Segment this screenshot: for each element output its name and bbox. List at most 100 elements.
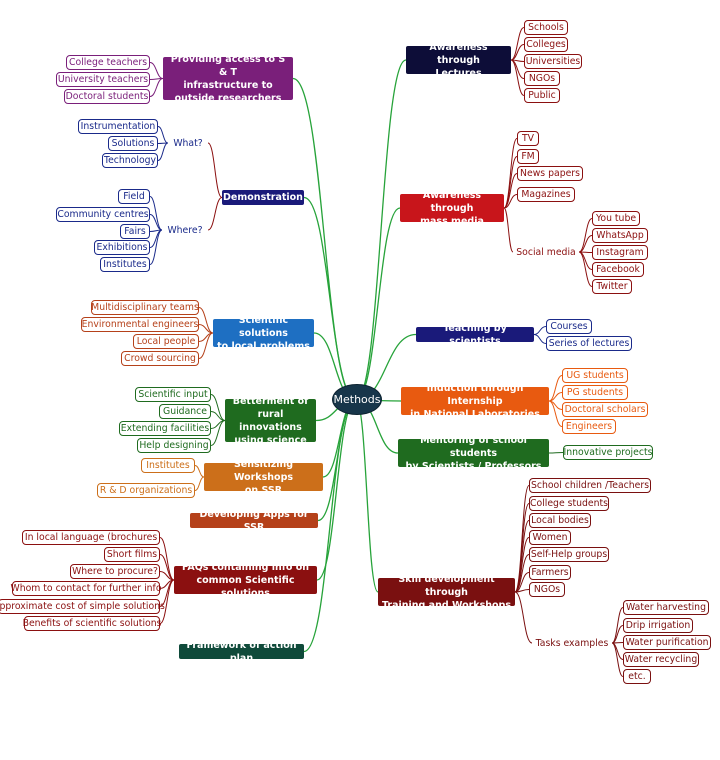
- workshops-item-link: [194, 476, 205, 491]
- lectures-item-link: [510, 59, 525, 96]
- workshops-node: Sensitizing Workshops on SSR: [204, 459, 323, 496]
- access-item-link: [149, 78, 164, 97]
- skill-item: NGOs: [529, 582, 565, 597]
- lectures-item: NGOs: [524, 71, 560, 86]
- tasks-item: Water harvesting: [623, 600, 709, 615]
- rural-item: Guidance: [159, 404, 211, 419]
- media-item-link: [503, 194, 518, 209]
- tasks-item: Water recycling: [623, 652, 699, 667]
- internship-item: Engineers: [562, 419, 616, 434]
- faq-item: Whom to contact for further info: [10, 581, 162, 596]
- what-link: [207, 142, 223, 198]
- tasks-link: [514, 591, 533, 644]
- skill-item: Farmers: [529, 565, 571, 580]
- skill-item: School children /Teachers: [529, 478, 651, 493]
- apps-node: Developing Apps for SSR: [190, 509, 318, 533]
- where-item: Community centres: [56, 207, 150, 222]
- lectures-node-link: [355, 59, 407, 401]
- tasks-item-link: [611, 642, 624, 644]
- media-item-link: [503, 173, 518, 209]
- where-node: Where?: [162, 223, 208, 238]
- faq-item-link: [159, 579, 175, 624]
- rural-item: Extending facilities: [119, 421, 211, 436]
- internship-item-link: [548, 400, 563, 427]
- faq-node: FAQs containing info on common Scientifi…: [174, 562, 317, 599]
- where-item: Exhibitions: [94, 240, 150, 255]
- where-item-link: [149, 196, 163, 231]
- scientific-item-link: [198, 307, 214, 334]
- faq-item: In local language (brochures: [22, 530, 160, 545]
- internship-node: Induction through Internship in National…: [401, 383, 549, 420]
- internship-item: PG students: [562, 385, 628, 400]
- rural-item-link: [210, 394, 226, 421]
- rural-node: Betterment of rural innovations using sc…: [225, 396, 316, 446]
- social-item-link: [578, 251, 593, 287]
- workshops-item-link: [194, 465, 205, 478]
- scientific-item: Crowd sourcing: [121, 351, 199, 366]
- media-node-link: [355, 207, 401, 401]
- faq-item: Benefits of scientific solutions: [22, 616, 162, 631]
- scientific-node: Scientific solutions to local problems: [213, 315, 314, 352]
- scientific-item: Multidisciplinary teams: [91, 300, 199, 315]
- internship-item: UG students: [562, 368, 628, 383]
- scientific-item-link: [198, 332, 214, 359]
- skill-item: Local bodies: [529, 513, 591, 528]
- where-item-link: [149, 229, 163, 265]
- workshops-item: R & D organizations: [97, 483, 195, 498]
- rural-item-link: [210, 420, 226, 446]
- lectures-item-link: [510, 44, 525, 61]
- skill-node: Skill development through Training and W…: [378, 574, 515, 611]
- social-item: WhatsApp: [592, 228, 648, 243]
- lectures-item: Universities: [524, 54, 582, 69]
- internship-item: Doctoral scholars: [562, 402, 648, 417]
- lectures-item-link: [510, 27, 525, 61]
- what-item-link: [157, 142, 169, 161]
- center-node: Methods: [332, 384, 382, 415]
- faq-node-link: [316, 399, 357, 581]
- what-item: Instrumentation: [78, 119, 158, 134]
- where-item: Institutes: [100, 257, 150, 272]
- what-item: Solutions: [108, 136, 158, 151]
- tasks-node: Tasks examples: [532, 636, 612, 651]
- social-item: Instagram: [592, 245, 648, 260]
- social-item-link: [578, 218, 593, 253]
- what-node: What?: [168, 136, 208, 151]
- scientific-item: Local people: [133, 334, 199, 349]
- skill-item: Self-Help groups: [529, 547, 609, 562]
- demonstration-node-link: [303, 196, 357, 401]
- faq-item: Approximate cost of simple solutions: [0, 599, 165, 614]
- media-item: News papers: [517, 166, 583, 181]
- teaching-node: Teaching by scientists: [416, 323, 534, 347]
- social-item-link: [578, 235, 593, 253]
- lectures-node: Awareness through Lectures: [406, 42, 511, 79]
- social-item: You tube: [592, 211, 640, 226]
- scientific-item: Environmental engineers: [81, 317, 199, 332]
- lectures-item: Colleges: [524, 37, 568, 52]
- what-item-link: [157, 126, 169, 144]
- teaching-item: Courses: [546, 319, 592, 334]
- access-item: Doctoral students: [64, 89, 150, 104]
- rural-item: Scientific input: [135, 387, 211, 402]
- tasks-item-link: [611, 607, 624, 644]
- access-node: Providing access to S & T infrastructure…: [163, 54, 293, 104]
- skill-item: Women: [529, 530, 571, 545]
- media-item: Magazines: [517, 187, 575, 202]
- access-item-link: [149, 62, 164, 79]
- skill-item-link: [514, 503, 530, 593]
- social-link: [503, 207, 514, 253]
- faq-item-link: [159, 537, 175, 581]
- social-item: Facebook: [592, 262, 644, 277]
- demonstration-node: Demonstration: [222, 190, 304, 205]
- faq-item: Where to procure?: [70, 564, 160, 579]
- tasks-item: Drip irrigation: [623, 618, 693, 633]
- mentoring-node: Mentoring of school students by Scientis…: [398, 435, 549, 472]
- access-item: College teachers: [66, 55, 150, 70]
- lectures-item: Public: [524, 88, 560, 103]
- what-item: Technology: [102, 153, 158, 168]
- skill-item-link: [514, 589, 530, 593]
- skill-node-link: [355, 399, 379, 593]
- faq-item-link: [159, 554, 175, 581]
- media-item-link: [503, 138, 518, 209]
- access-item: University teachers: [56, 72, 150, 87]
